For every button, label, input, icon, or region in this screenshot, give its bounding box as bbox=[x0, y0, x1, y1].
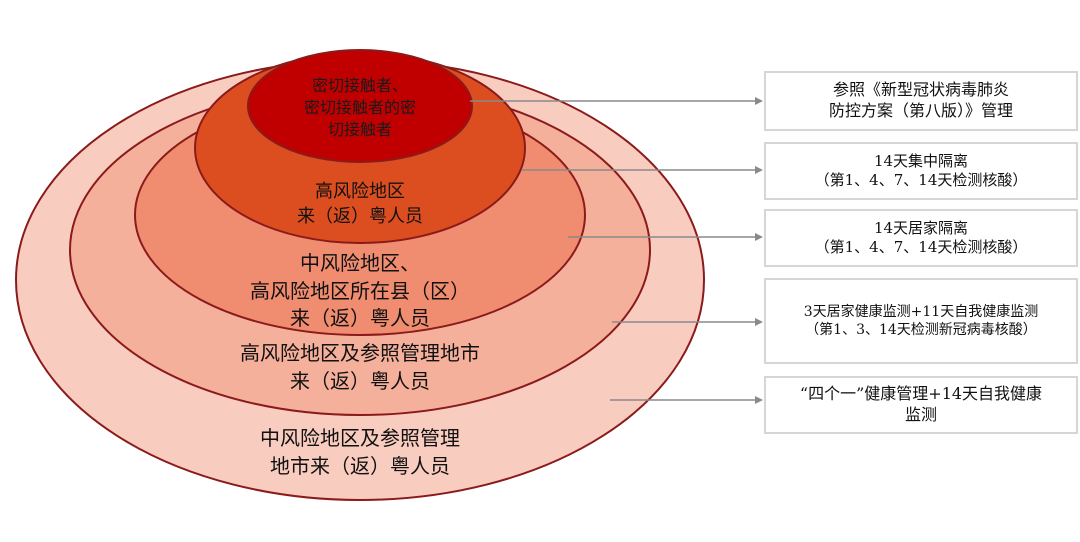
measure-box-health-monitoring: 3天居家健康监测+11天自我健康监测 （第1、3、14天检测新冠病毒核酸） bbox=[764, 278, 1078, 364]
ring-label-close-contacts: 密切接触者、 密切接触者的密 切接触者 bbox=[255, 75, 465, 141]
ring-label-line: 来（返）粤人员 bbox=[290, 368, 430, 393]
ring-label-high-risk-area: 高风险地区 来（返）粤人员 bbox=[230, 180, 490, 230]
ring-label-line: 高风险地区及参照管理地市 bbox=[240, 341, 480, 365]
measure-box-home-quarantine: 14天居家隔离 （第1、4、7、14天检测核酸） bbox=[764, 209, 1078, 267]
measure-line: “四个一”健康管理+14天自我健康 bbox=[799, 384, 1043, 404]
measure-line: （第1、4、7、14天检测核酸） bbox=[814, 171, 1028, 189]
ring-label-line: 密切接触者的密 bbox=[303, 98, 416, 118]
measure-line: 3天居家健康监测+11天自我健康监测 bbox=[803, 303, 1039, 320]
measure-line: 14天集中隔离 bbox=[873, 151, 969, 170]
ring-label-line: 切接触者 bbox=[327, 120, 392, 140]
ring-label-line: 来（返）粤人员 bbox=[290, 306, 430, 331]
ring-close-contacts bbox=[247, 49, 473, 163]
ring-label-line: 高风险地区所在县（区） bbox=[250, 278, 470, 303]
measure-line: 参照《新型冠状病毒肺炎 bbox=[832, 80, 1009, 100]
measure-box-close-contacts: 参照《新型冠状病毒肺炎 防控方案（第八版）》管理 bbox=[764, 71, 1078, 131]
ring-label-high-risk-reference: 高风险地区及参照管理地市 来（返）粤人员 bbox=[180, 340, 540, 395]
measure-box-central-quarantine: 14天集中隔离 （第1、4、7、14天检测核酸） bbox=[764, 142, 1078, 200]
measure-line: 监测 bbox=[904, 405, 937, 424]
measure-box-four-ones: “四个一”健康管理+14天自我健康 监测 bbox=[764, 376, 1078, 434]
ring-label-mid-risk-reference: 中风险地区及参照管理 地市来（返）粤人员 bbox=[180, 425, 540, 480]
ring-label-mid-risk-county: 中风险地区、 高风险地区所在县（区） 来（返）粤人员 bbox=[200, 250, 520, 333]
ring-label-line: 中风险地区、 bbox=[300, 251, 420, 275]
ring-label-line: 中风险地区及参照管理 bbox=[260, 426, 460, 450]
ring-label-line: 来（返）粤人员 bbox=[297, 205, 423, 227]
connector-arrows bbox=[470, 97, 763, 404]
measure-line: 防控方案（第八版）》管理 bbox=[828, 101, 1013, 120]
ring-label-line: 高风险地区 bbox=[315, 181, 405, 202]
ring-label-line: 地市来（返）粤人员 bbox=[270, 453, 450, 478]
arrowhead-icon bbox=[755, 233, 763, 241]
arrowhead-icon bbox=[755, 318, 763, 326]
arrowhead-icon bbox=[755, 166, 763, 174]
arrowhead-icon bbox=[755, 396, 763, 404]
measure-line: 14天居家隔离 bbox=[873, 218, 969, 237]
measure-line: （第1、3、14天检测新冠病毒核酸） bbox=[805, 322, 1037, 338]
arrowhead-icon bbox=[755, 97, 763, 105]
measure-line: （第1、4、7、14天检测核酸） bbox=[814, 238, 1028, 256]
ring-label-line: 密切接触者、 bbox=[311, 76, 408, 95]
